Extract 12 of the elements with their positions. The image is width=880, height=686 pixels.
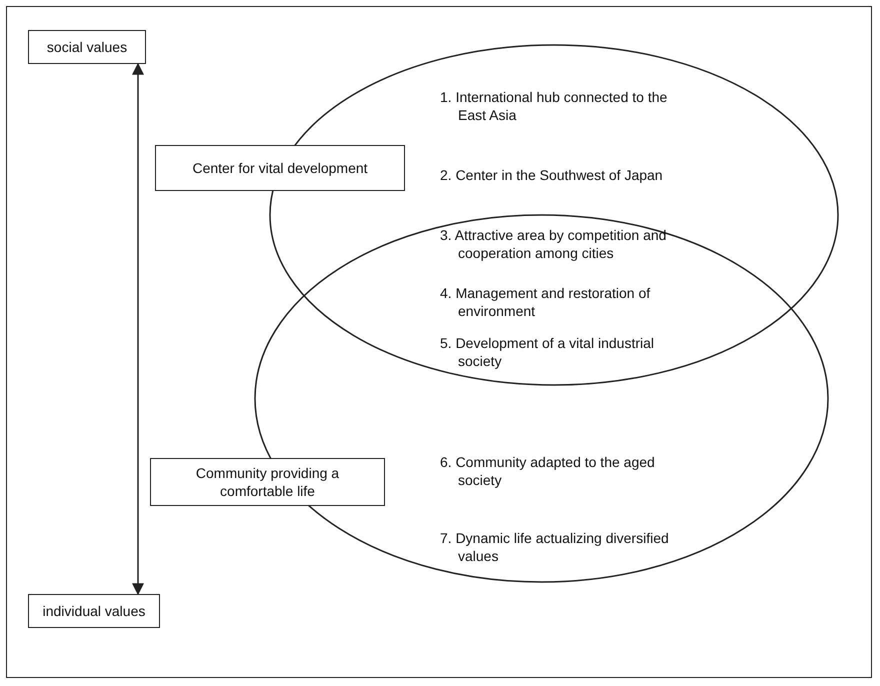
category-label-box: Center for vital development bbox=[155, 145, 405, 191]
list-item-text: 7. Dynamic life actualizing diversified values bbox=[440, 529, 670, 569]
value-label-box: individual values bbox=[28, 594, 160, 628]
list-item-text: 2. Center in the Southwest of Japan bbox=[440, 166, 670, 206]
list-item-text: 3. Attractive area by competition and cooperation among cities bbox=[440, 226, 670, 286]
value-label-box: social values bbox=[28, 30, 146, 64]
list-item-text: 1. International hub connected to the East Asia bbox=[440, 88, 670, 128]
category-label-box: Community providing a comfortable life bbox=[150, 458, 385, 506]
double-headed-arrow bbox=[132, 62, 144, 596]
list-item-text: 4. Management and restoration of environment bbox=[440, 284, 670, 324]
list-item-text: 6. Community adapted to the aged society bbox=[440, 453, 670, 493]
list-item-text: 5. Development of a vital industrial society bbox=[440, 334, 670, 374]
